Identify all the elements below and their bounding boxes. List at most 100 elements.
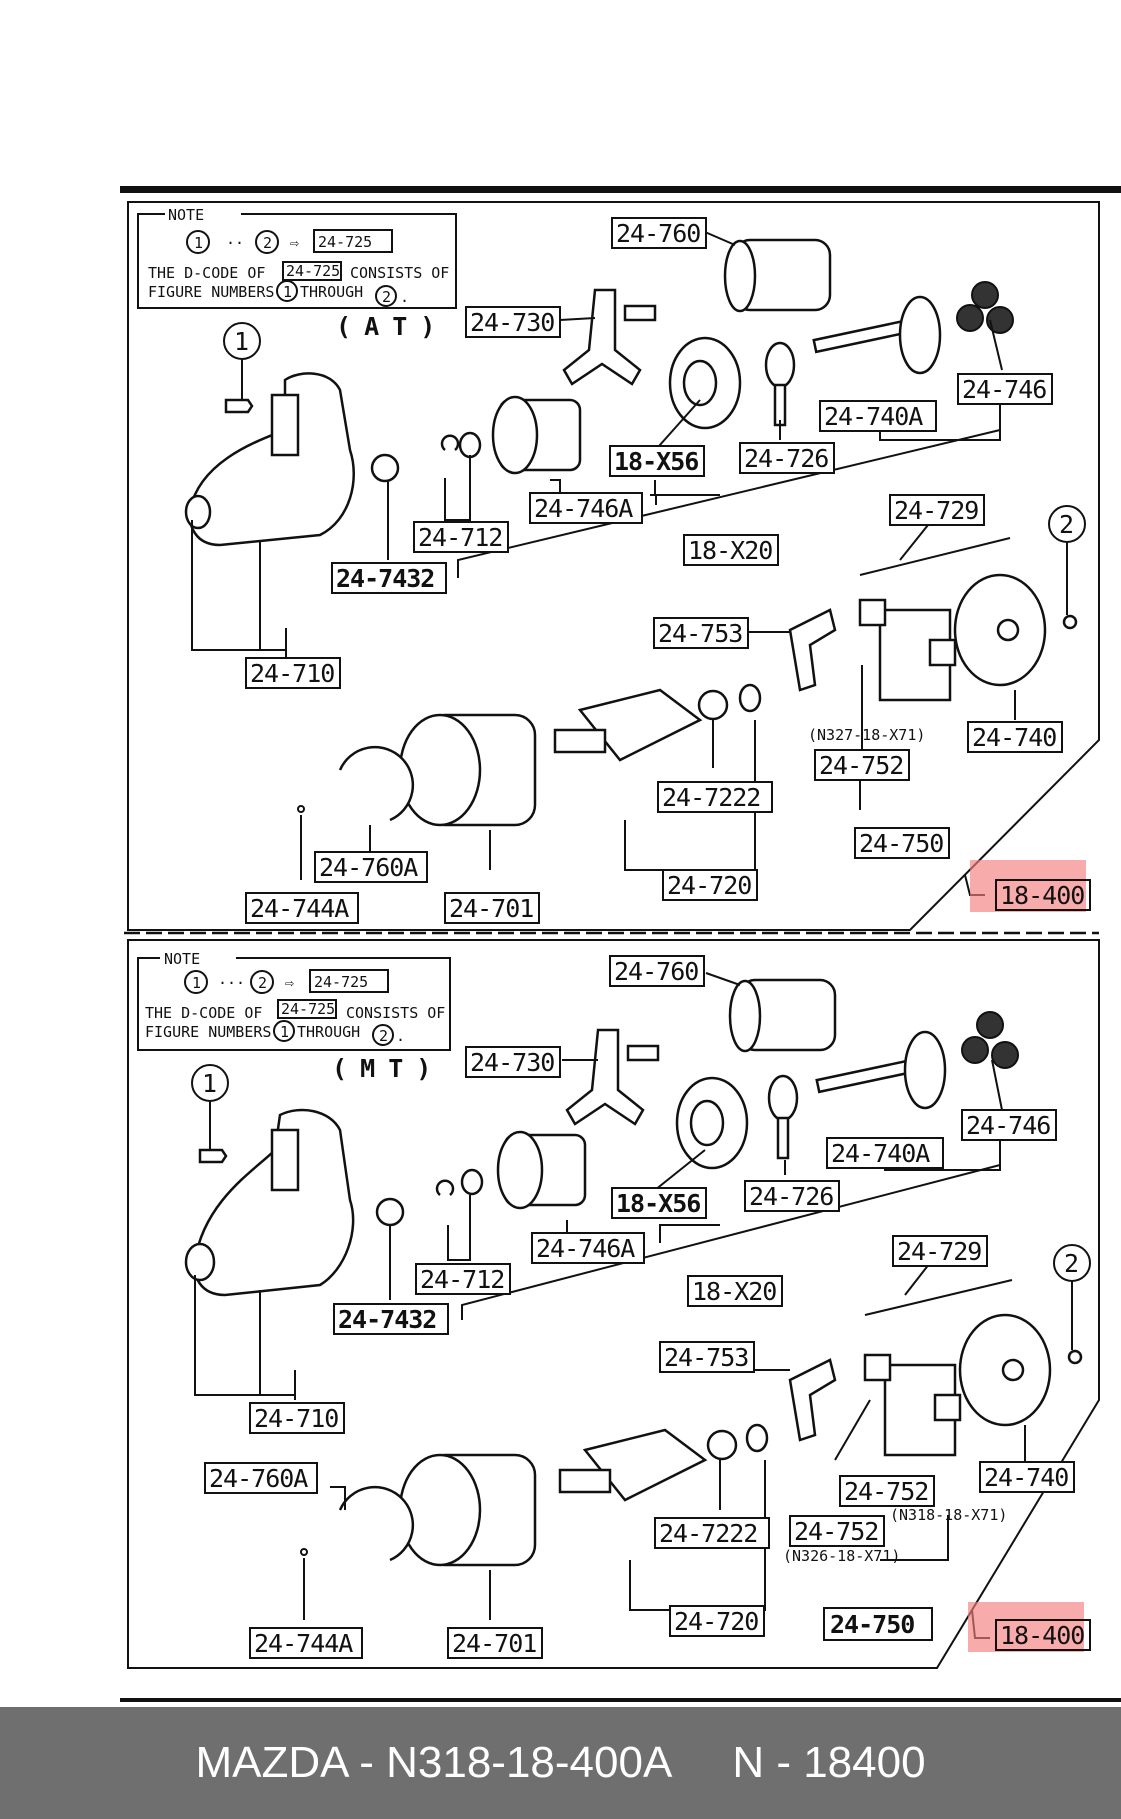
svg-text:18-X56: 18-X56 bbox=[616, 1189, 700, 1218]
svg-text:24-746A: 24-746A bbox=[536, 1234, 635, 1263]
label-24-740A: 24-740A bbox=[819, 400, 937, 432]
note-box-at: NOTE 1 ·· 2 ⇨ 24-725 THE D-CODE OF 24-72… bbox=[137, 206, 457, 309]
reference-number: N - 18400 bbox=[732, 1738, 926, 1787]
highlight-18-400-mt bbox=[968, 1602, 1084, 1652]
label-24-729: 24-729 bbox=[892, 1235, 988, 1267]
highlight-18-400-at bbox=[970, 860, 1086, 912]
label-24-753: 24-753 bbox=[653, 617, 749, 649]
seal-ring-drawing bbox=[338, 745, 415, 822]
label-24-7432: 24-7432 bbox=[333, 1303, 449, 1335]
clip-drawing bbox=[440, 434, 460, 451]
svg-text:24-725: 24-725 bbox=[281, 1000, 335, 1018]
label-24-710: 24-710 bbox=[249, 1402, 345, 1434]
svg-text:1: 1 bbox=[283, 283, 292, 301]
svg-text:24-753: 24-753 bbox=[664, 1343, 748, 1372]
brush-spring-drawing bbox=[788, 1358, 837, 1442]
svg-text:24-760: 24-760 bbox=[616, 219, 700, 248]
bottom-rule bbox=[120, 1698, 1121, 1702]
label-18-400: 18-400 bbox=[995, 879, 1091, 911]
label-n327: (N327-18-X71) bbox=[808, 726, 925, 744]
note-code: 24-725 bbox=[318, 233, 372, 251]
planet-gears-drawing bbox=[961, 1011, 1019, 1069]
svg-text:24-726: 24-726 bbox=[749, 1182, 833, 1211]
seal-ring-drawing bbox=[338, 1485, 415, 1562]
label-n318: (N318-18-X71) bbox=[890, 1506, 1007, 1524]
svg-text:1: 1 bbox=[202, 1069, 216, 1098]
brush-holder-drawing bbox=[858, 598, 957, 702]
svg-text:18-400: 18-400 bbox=[1000, 881, 1084, 910]
svg-text:24-760A: 24-760A bbox=[209, 1464, 308, 1493]
note-line1-post: CONSISTS OF bbox=[346, 1004, 445, 1022]
ring-drawing bbox=[764, 341, 796, 427]
label-24-752-upper: 24-752 bbox=[839, 1475, 935, 1507]
svg-text:24-7432: 24-7432 bbox=[338, 1305, 436, 1334]
panel-at: NOTE 1 ·· 2 ⇨ 24-725 THE D-CODE OF 24-72… bbox=[127, 201, 1100, 931]
part-number: MAZDA - N318-18-400A bbox=[195, 1738, 673, 1787]
svg-text:24-701: 24-701 bbox=[449, 894, 533, 923]
note-circle-2: 2 bbox=[263, 234, 272, 252]
through-bolt-drawing bbox=[864, 1279, 1013, 1316]
svg-text:24-720: 24-720 bbox=[667, 871, 751, 900]
svg-text:24-740: 24-740 bbox=[972, 723, 1056, 752]
label-24-760: 24-760 bbox=[609, 955, 705, 987]
label-24-7222: 24-7222 bbox=[654, 1517, 770, 1549]
armature-drawing bbox=[553, 688, 703, 762]
small-plug-drawing bbox=[300, 1548, 308, 1556]
bolt-icon bbox=[198, 1148, 228, 1164]
washer2-drawing bbox=[745, 1423, 769, 1453]
starter-housing-drawing bbox=[184, 372, 355, 547]
brush-holder-drawing bbox=[863, 1353, 962, 1457]
bolt-icon bbox=[224, 398, 254, 414]
label-24-729: 24-729 bbox=[889, 494, 985, 526]
clip-drawing bbox=[435, 1179, 455, 1196]
leader-lines-at bbox=[191, 231, 1016, 896]
footer-bar: MAZDA - N318-18-400A N - 18400 bbox=[0, 1707, 1121, 1819]
label-18-X56: 18-X56 bbox=[609, 445, 705, 477]
svg-text:24-710: 24-710 bbox=[250, 659, 334, 688]
through-bolt-drawing bbox=[859, 537, 1011, 576]
label-24-720: 24-720 bbox=[662, 869, 758, 901]
svg-text:24-760A: 24-760A bbox=[319, 853, 418, 882]
note-dots: ·· bbox=[226, 234, 244, 252]
bearing-drawing bbox=[706, 1429, 738, 1461]
solenoid-drawing bbox=[723, 238, 832, 313]
label-24-744A: 24-744A bbox=[245, 892, 359, 924]
svg-text:18-X20: 18-X20 bbox=[688, 536, 772, 565]
label-18-400: 18-400 bbox=[995, 1619, 1091, 1651]
svg-text:18-400: 18-400 bbox=[1000, 1621, 1084, 1650]
label-24-740: 24-740 bbox=[967, 721, 1063, 753]
brush-spring-drawing bbox=[788, 608, 837, 692]
label-24-740A: 24-740A bbox=[826, 1137, 944, 1169]
svg-text:2: 2 bbox=[382, 288, 391, 306]
svg-text:24-746: 24-746 bbox=[962, 375, 1046, 404]
svg-text:24-744A: 24-744A bbox=[254, 1629, 353, 1658]
label-18-X20: 18-X20 bbox=[683, 534, 779, 566]
note-line2-end: . bbox=[396, 1027, 405, 1045]
note-title: NOTE bbox=[164, 950, 200, 968]
label-24-701: 24-701 bbox=[447, 1627, 543, 1659]
svg-text:24-752: 24-752 bbox=[844, 1477, 928, 1506]
top-rule bbox=[120, 186, 1121, 193]
svg-text:24-710: 24-710 bbox=[254, 1404, 338, 1433]
washer-drawing bbox=[460, 1168, 484, 1196]
label-24-750: 24-750 bbox=[854, 827, 950, 859]
svg-text:24-753: 24-753 bbox=[658, 619, 742, 648]
lever-fork-drawing bbox=[562, 288, 657, 386]
svg-text:24-740A: 24-740A bbox=[831, 1139, 930, 1168]
svg-text:24-7222: 24-7222 bbox=[659, 1519, 757, 1548]
pinion-gear-drawing bbox=[491, 395, 582, 475]
internal-gear-drawing bbox=[675, 1076, 749, 1170]
svg-text:24-726: 24-726 bbox=[744, 444, 828, 473]
svg-text:24-746A: 24-746A bbox=[534, 494, 633, 523]
svg-text:2: 2 bbox=[379, 1027, 388, 1045]
note-line1-pre: THE D-CODE OF bbox=[148, 264, 265, 282]
note-box-mt: NOTE 1 ··· 2 ⇨ 24-725 THE D-CODE OF 24-7… bbox=[137, 950, 451, 1051]
variant-label: ( A T ) bbox=[336, 312, 434, 341]
note-dots: ··· bbox=[218, 974, 245, 992]
screw-icon bbox=[1067, 1349, 1083, 1365]
label-24-746: 24-746 bbox=[961, 1109, 1057, 1141]
label-24-726: 24-726 bbox=[744, 1180, 840, 1212]
label-24-760: 24-760 bbox=[611, 217, 707, 249]
svg-text:24-720: 24-720 bbox=[674, 1607, 758, 1636]
small-plug-drawing bbox=[297, 805, 305, 813]
